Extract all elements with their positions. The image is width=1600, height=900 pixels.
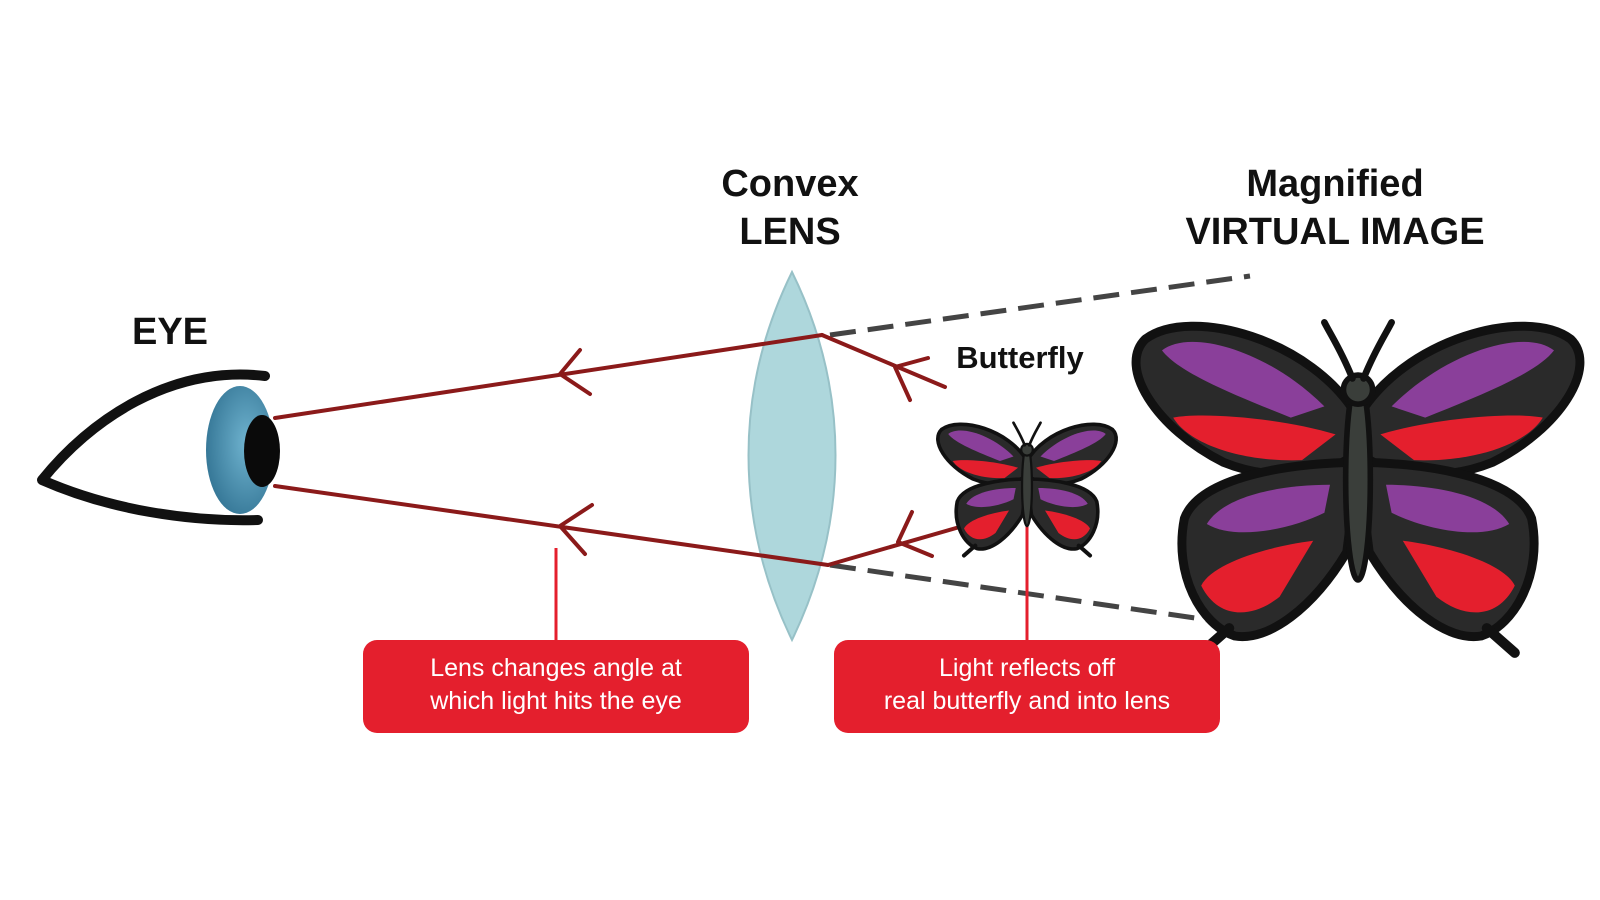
eye-outline [37,369,270,526]
ray-arrowheads [558,348,934,558]
eye-pupil [244,415,280,487]
ray-eye-bottom [273,484,830,567]
virtual-butterfly [1136,322,1580,652]
lens-label: Convex LENS [680,160,900,256]
virtual-ray-bottom-dashed [829,562,1251,629]
eye-label: EYE [110,308,230,356]
light-reflects-callout-line2: real butterfly and into lens [883,687,1171,715]
arrowhead-top-left [558,348,592,396]
virtual-ray-top-dashed [829,273,1251,338]
lens-angle-callout-line2: which light hits the eye [430,687,682,715]
ray-eye-top [273,333,824,420]
arrowhead-bottom-left [558,503,594,556]
light-reflects-callout-line1: Light reflects off [938,654,1116,682]
arrowhead-bottom-right [896,510,934,558]
virtual-image-label-line2: VIRTUAL IMAGE [1185,211,1485,253]
virtual-image-label-line1: Magnified [1246,163,1424,205]
butterfly-label: Butterfly [956,340,1084,375]
arrowhead-top-right [893,356,930,402]
lens-label-line1: Convex [721,163,859,205]
ray-butterfly-top [820,333,947,389]
lens-angle-callout: Lens changes angle at which light hits t… [363,640,749,733]
eye-label-text: EYE [131,311,209,353]
eye-graphic [37,369,280,526]
light-rays [273,333,972,567]
light-reflects-callout: Light reflects off real butterfly and in… [834,640,1220,733]
convex-lens [747,269,837,643]
lens-angle-callout-line1: Lens changes angle at [430,654,682,682]
lens-label-line2: LENS [739,211,841,253]
virtual-image-label: Magnified VIRTUAL IMAGE [1150,160,1520,256]
